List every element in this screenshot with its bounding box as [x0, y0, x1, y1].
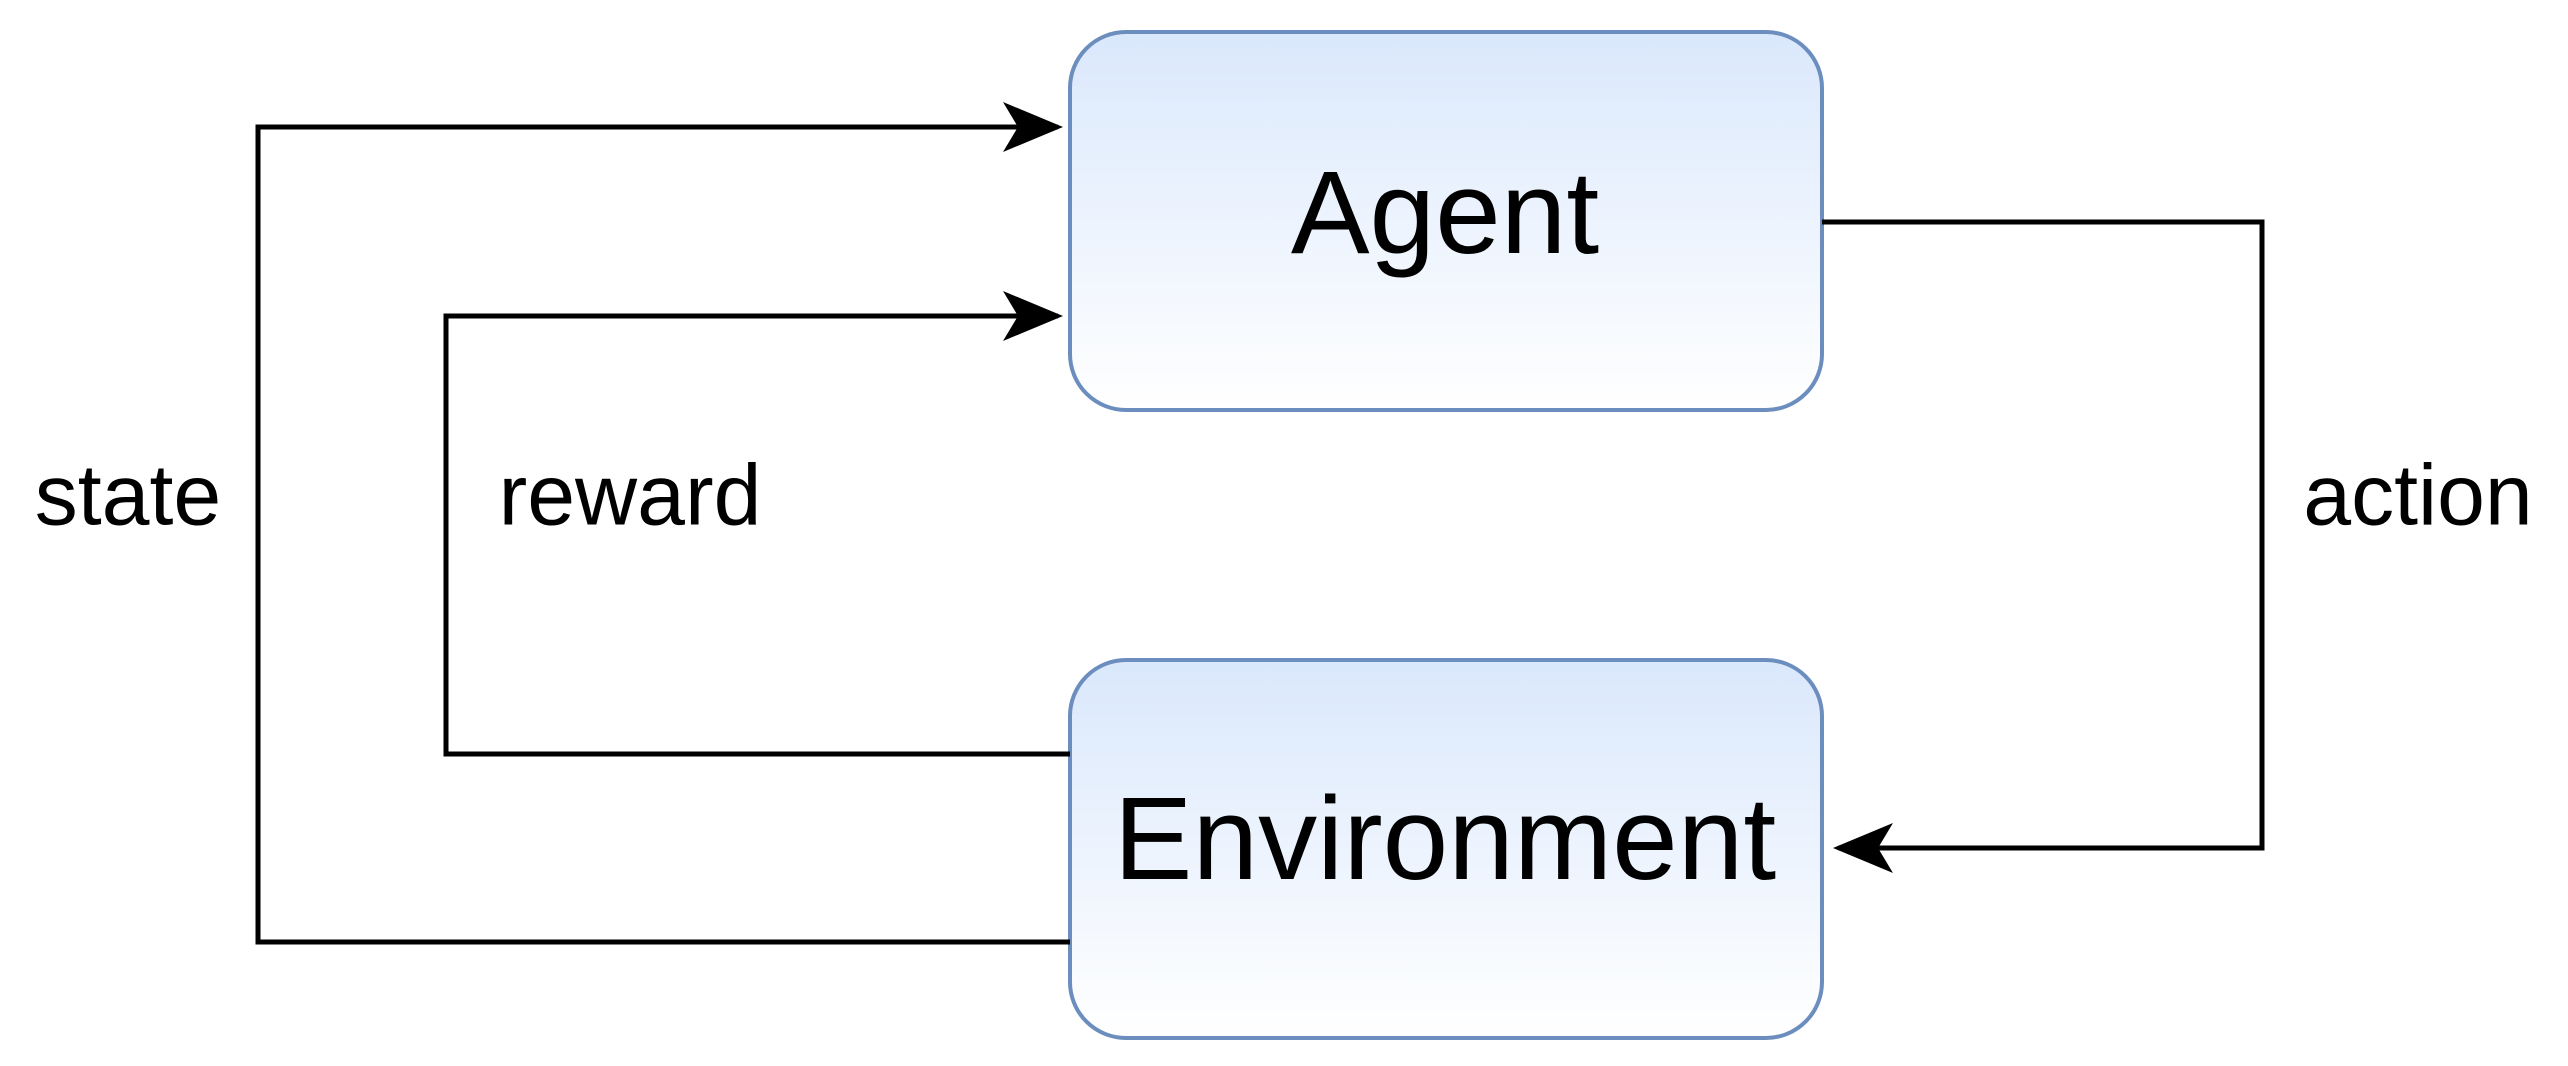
reward-edge[interactable]: reward: [443, 291, 1070, 757]
action-label: action: [2303, 448, 2533, 544]
state-label: state: [35, 448, 221, 544]
reward-label: reward: [499, 448, 762, 544]
agent-node[interactable]: Agent: [1068, 30, 1824, 412]
state-connector: [255, 102, 1070, 945]
action-connector: [1822, 219, 2265, 873]
environment-label: Environment: [1114, 773, 1776, 905]
agent-label: Agent: [1291, 147, 1599, 279]
state-edge[interactable]: state: [35, 102, 1070, 945]
reward-connector: [443, 291, 1070, 757]
action-edge[interactable]: action: [1822, 219, 2533, 873]
environment-box: [1068, 658, 1824, 1040]
environment-node[interactable]: Environment: [1068, 658, 1824, 1040]
